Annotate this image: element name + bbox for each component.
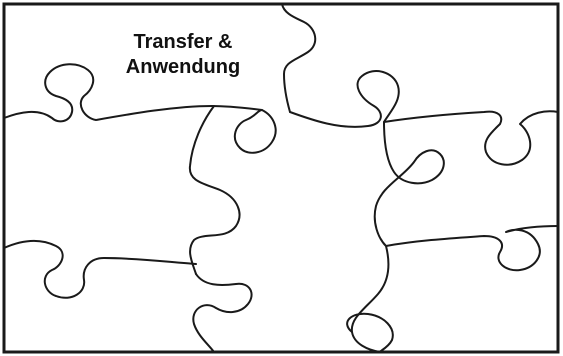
seam-bottom-center-knob bbox=[346, 312, 394, 353]
seam-center-knob bbox=[233, 109, 277, 154]
piece-label-line-1: Transfer & bbox=[133, 31, 233, 53]
puzzle-border bbox=[2, 2, 560, 354]
seam-bottom-left-horizontal bbox=[3, 240, 197, 299]
seam-bottom-left-vertical bbox=[192, 273, 253, 353]
piece-label-line-2: Anwendung bbox=[125, 56, 241, 78]
piece-label: Transfer & Anwendung bbox=[108, 30, 258, 80]
seam-center-horizontal bbox=[289, 70, 559, 166]
seam-top-left-horizontal bbox=[3, 63, 263, 123]
seam-right-horizontal bbox=[385, 225, 559, 272]
seam-top-center-vertical bbox=[281, 3, 317, 113]
seam-center-vertical bbox=[350, 121, 445, 353]
seam-left-vertical bbox=[188, 105, 241, 275]
